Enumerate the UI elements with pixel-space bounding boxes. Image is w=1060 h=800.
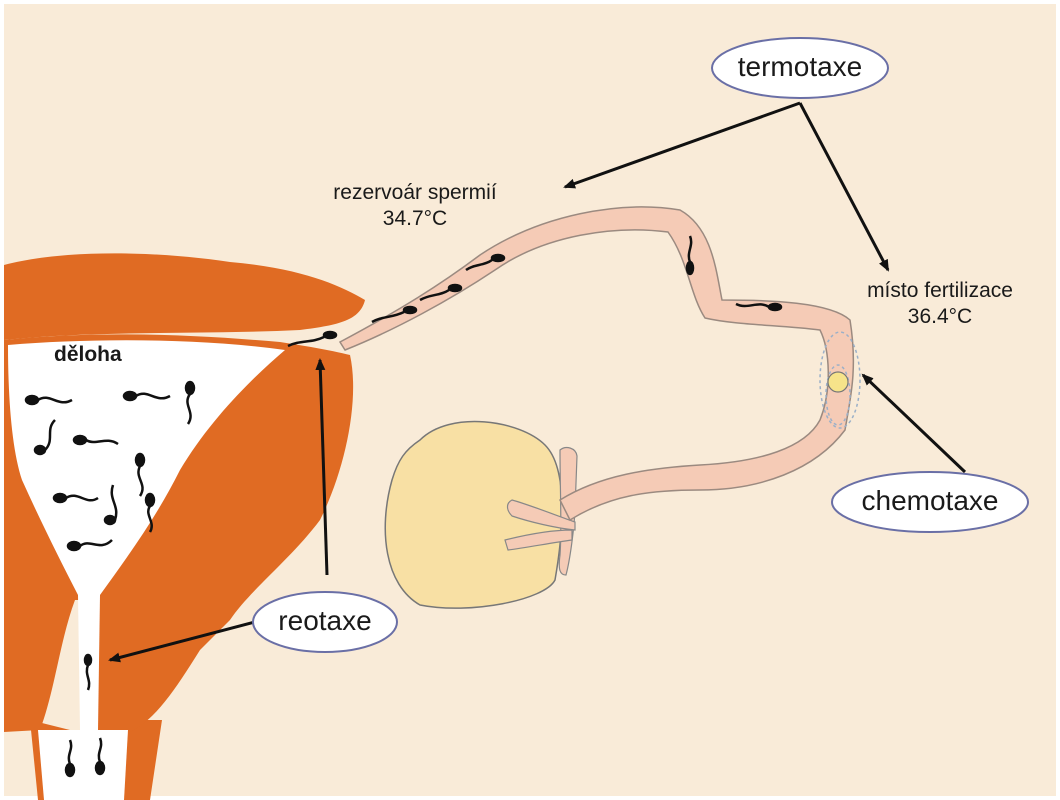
- fertilization-cloud: [819, 331, 861, 429]
- reservoir-name: rezervoár spermií: [333, 181, 497, 204]
- sperm-icon: [287, 330, 338, 348]
- arrow-icon: [315, 358, 329, 576]
- fallopian-tube: [338, 206, 855, 522]
- reservoir-label: rezervoár spermií 34.7°C: [315, 180, 515, 232]
- fertilization-name: místo fertilizace: [867, 279, 1013, 302]
- sperm-icon: [24, 394, 73, 406]
- arrow-icon: [861, 373, 967, 474]
- sperm-icon: [685, 235, 695, 276]
- sperm-icon: [33, 419, 56, 456]
- thermotaxis-oval: [711, 37, 889, 99]
- rheotaxis-label: reotaxe: [278, 605, 372, 636]
- sperm-icon: [94, 737, 106, 776]
- sperm-icon: [419, 283, 463, 302]
- arrow-icon: [563, 101, 801, 189]
- sperm-icon: [144, 492, 156, 533]
- vaginal-canal: [38, 730, 128, 800]
- sperm-icon: [184, 380, 196, 425]
- sperm-icon: [83, 653, 93, 691]
- sperm-icon: [134, 452, 146, 497]
- fertilization-label: místo fertilizace 36.4°C: [840, 278, 1040, 330]
- reservoir-temp: 34.7°C: [382, 207, 448, 230]
- sperm-icon: [66, 539, 113, 552]
- ovary: [384, 420, 563, 609]
- arrow-icon: [108, 620, 256, 663]
- fertilization-temp: 36.4°C: [907, 305, 973, 328]
- uterine-cavity: [8, 340, 285, 595]
- sperm-icon: [52, 492, 99, 504]
- sperm-icon: [465, 253, 506, 272]
- sperm-icon: [72, 434, 119, 446]
- uterus-wall-left: [4, 253, 365, 340]
- uterus-label: děloha: [54, 343, 122, 366]
- arrow-icon: [798, 102, 890, 272]
- sperm-icon: [103, 484, 118, 526]
- sperm-icon: [371, 305, 418, 324]
- rheotaxis-oval: [252, 591, 398, 653]
- chemotaxis-label: chemotaxe: [861, 485, 999, 516]
- sperm-icon: [122, 390, 171, 402]
- sperm-group-tube: [287, 235, 783, 348]
- chemotaxis-oval: [831, 471, 1029, 533]
- thermotaxis-label: termotaxe: [737, 51, 863, 82]
- sperm-group-uterus: [24, 380, 196, 778]
- arrow-lines: [108, 101, 967, 663]
- sperm-icon: [64, 739, 76, 778]
- egg-icon: [827, 371, 849, 393]
- sperm-icon: [735, 302, 783, 312]
